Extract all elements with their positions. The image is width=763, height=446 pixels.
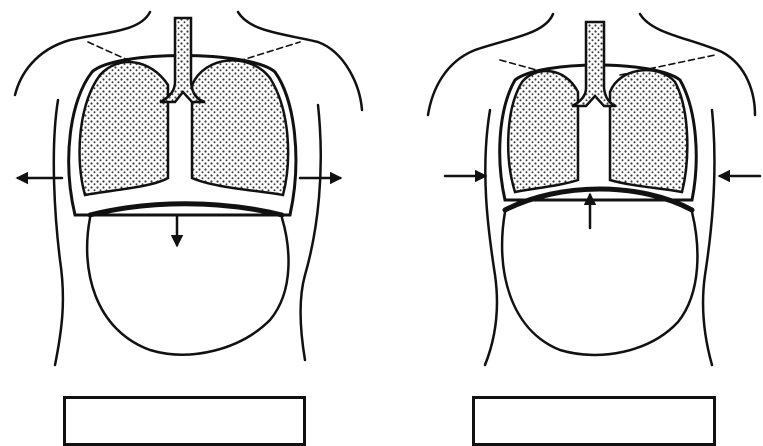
left-lung-right [192, 60, 288, 195]
left-body-side-right [300, 105, 320, 360]
inhalation-figure [15, 12, 362, 365]
right-body-side-left [485, 110, 497, 365]
right-abdomen [502, 212, 697, 355]
exhalation-figure [428, 14, 760, 365]
left-diaphragm [90, 204, 282, 215]
right-lung-left [508, 71, 578, 192]
answer-box-right[interactable] [472, 396, 716, 446]
left-body-side-left [54, 100, 63, 365]
left-lung-left [80, 62, 168, 195]
right-body-side-right [703, 110, 714, 365]
left-abdomen [87, 218, 288, 355]
answer-box-left[interactable] [63, 396, 306, 446]
right-lung-right [610, 70, 687, 192]
